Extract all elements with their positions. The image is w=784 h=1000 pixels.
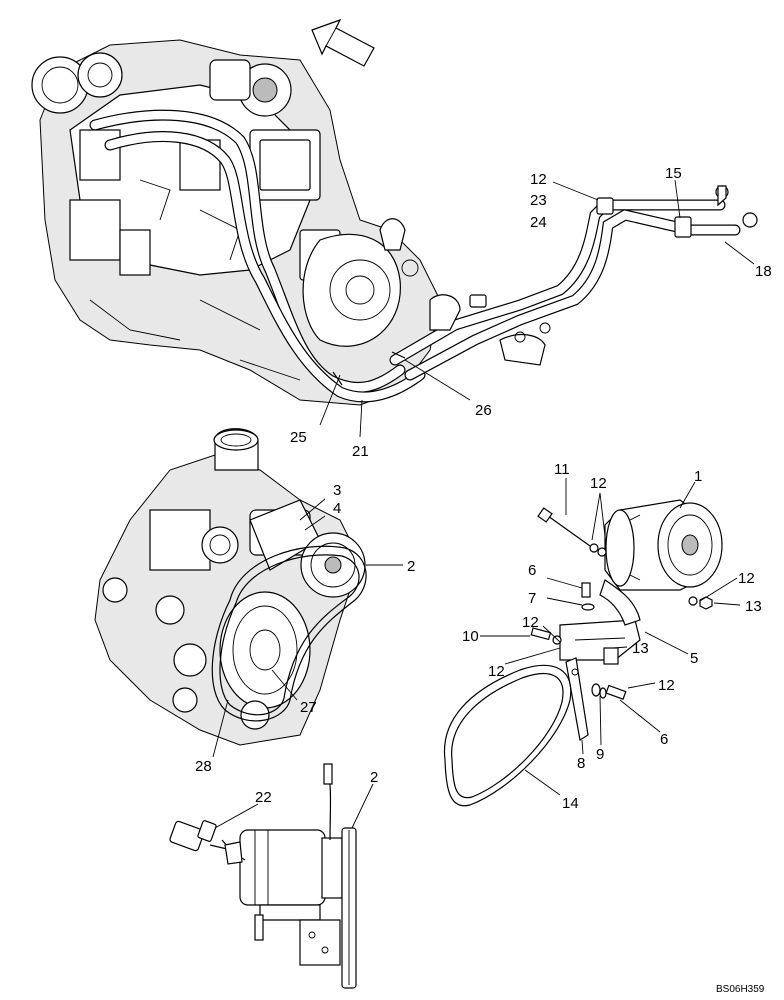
callout-15: 15 xyxy=(665,165,682,182)
callout-22: 22 xyxy=(255,789,272,806)
callout-14: 14 xyxy=(562,795,579,812)
callout-9: 9 xyxy=(596,746,604,763)
callout-23: 23 xyxy=(530,192,547,209)
callout-10: 10 xyxy=(462,628,479,645)
callout-12: 12 xyxy=(590,475,607,492)
callout-18: 18 xyxy=(755,263,772,280)
callout-27: 27 xyxy=(300,699,317,716)
callout-12: 12 xyxy=(488,663,505,680)
callout-labels: 12 23 24 15 18 26 25 21 3 4 2 27 28 11 1… xyxy=(195,165,772,812)
callout-7: 7 xyxy=(528,590,536,607)
callout-11: 11 xyxy=(554,461,570,478)
callout-1: 1 xyxy=(694,468,702,485)
callout-12: 12 xyxy=(738,570,755,587)
callout-26: 26 xyxy=(475,402,492,419)
callout-13: 13 xyxy=(745,598,762,615)
callout-12: 12 xyxy=(522,614,539,631)
callout-2: 2 xyxy=(407,558,415,575)
callout-6: 6 xyxy=(660,731,668,748)
callout-5: 5 xyxy=(690,650,698,667)
callout-12: 12 xyxy=(658,677,675,694)
callout-4: 4 xyxy=(333,500,341,517)
direction-arrow-icon xyxy=(311,18,375,67)
engine-compressor-view xyxy=(94,428,367,746)
callout-25: 25 xyxy=(290,429,307,446)
callout-2: 2 xyxy=(370,769,378,786)
callout-6: 6 xyxy=(528,562,536,579)
callout-21: 21 xyxy=(352,443,369,460)
compressor-exploded-view xyxy=(443,499,723,807)
callout-13: 13 xyxy=(632,640,649,657)
callout-12: 12 xyxy=(530,171,547,188)
leader-lines xyxy=(212,179,755,829)
callout-3: 3 xyxy=(333,482,341,499)
callout-8: 8 xyxy=(577,755,585,772)
engine-top-view xyxy=(31,39,758,406)
compressor-side-view xyxy=(169,763,357,989)
callout-24: 24 xyxy=(530,214,547,231)
callout-28: 28 xyxy=(195,758,212,775)
drawing-reference: BS06H359 xyxy=(716,984,765,995)
